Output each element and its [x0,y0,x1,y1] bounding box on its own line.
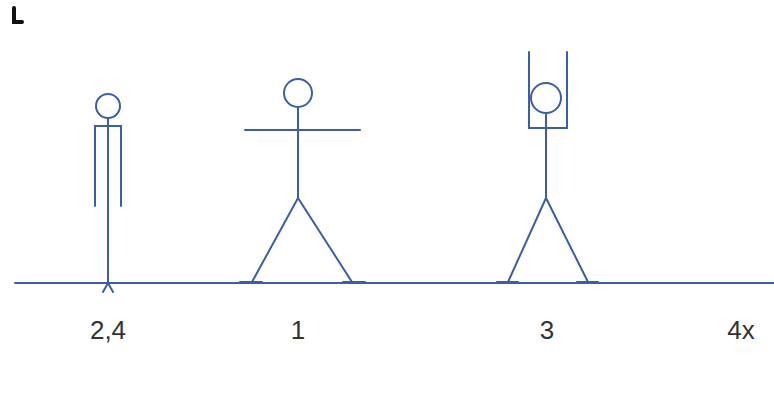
stick-figure-arms-down [95,94,121,292]
corner-mark [14,8,22,22]
pose-label: 3 [540,317,554,343]
stick-figure-arms-out [240,79,365,282]
pose-label: 1 [291,317,305,343]
ground-line [15,282,774,284]
pose-label: 2,4 [90,317,126,343]
stick-figure-arms-up [497,52,598,282]
pose-label: 4x [727,317,754,343]
